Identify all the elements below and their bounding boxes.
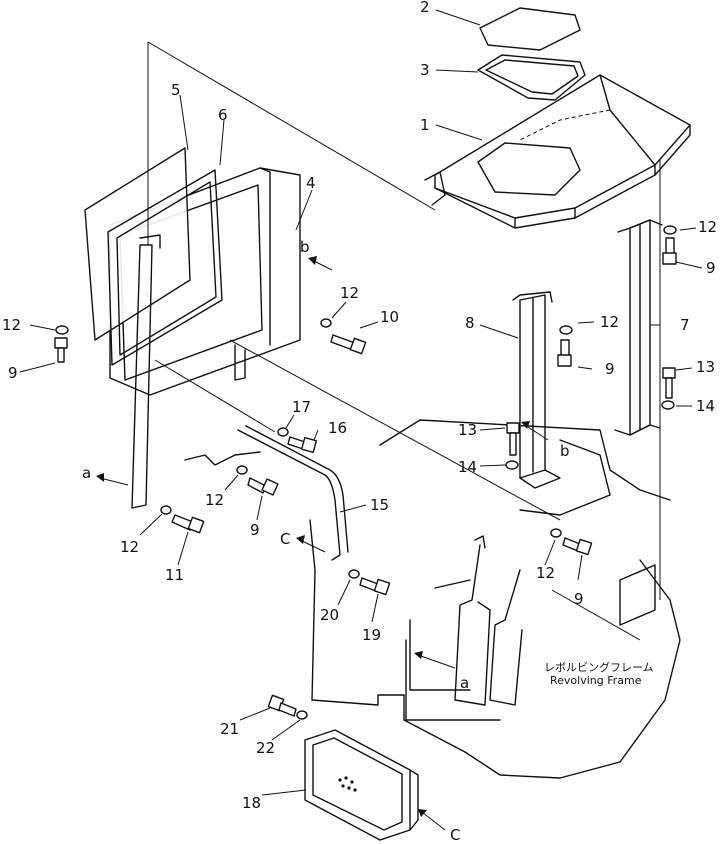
callout-14-a: 14 — [458, 458, 477, 476]
callout-1: 1 — [420, 116, 430, 134]
callout-12-frame: 12 — [536, 564, 555, 582]
callout-9-pillar8: 9 — [605, 360, 615, 378]
washer-12-left — [55, 325, 69, 335]
ref-a-frame: a — [460, 674, 469, 692]
callout-9-pillar7: 9 — [706, 259, 716, 277]
callout-19: 19 — [362, 626, 381, 644]
callout-10: 10 — [380, 308, 399, 326]
callout-12-pillar7: 12 — [698, 218, 717, 236]
ref-b-lower: b — [560, 442, 570, 460]
step-plate — [304, 729, 419, 841]
washer-17 — [277, 427, 289, 437]
frame-label-japanese: レボルビングフレーム — [544, 660, 654, 674]
callout-3: 3 — [420, 61, 430, 79]
washer-12-low — [160, 505, 172, 515]
bolt-9-pillar8 — [557, 339, 572, 367]
washer-12-pillar7 — [663, 225, 677, 235]
control-levers — [434, 535, 523, 706]
hatch-cover — [479, 7, 581, 51]
washer-14-b — [661, 400, 675, 410]
bolt-19 — [359, 577, 391, 596]
washer-12-mid — [236, 465, 248, 475]
frame-label-english: Revolving Frame — [550, 674, 642, 687]
ref-c-upper: C — [280, 530, 290, 548]
bolt-13-b — [662, 367, 676, 399]
bolt-21 — [267, 694, 297, 717]
door-pillar — [131, 41, 436, 509]
callout-15: 15 — [370, 496, 389, 514]
callout-13-a: 13 — [458, 421, 477, 439]
bolt-13-a — [506, 422, 520, 456]
bolt-9-mid — [247, 477, 279, 496]
callout-4: 4 — [306, 174, 316, 192]
callout-18: 18 — [242, 794, 261, 812]
revolving-frame — [154, 160, 681, 779]
bolt-9-left — [54, 337, 68, 363]
bolt-11 — [171, 514, 205, 534]
callout-12-upper: 12 — [340, 284, 359, 302]
callout-16: 16 — [328, 419, 347, 437]
callout-7: 7 — [680, 316, 690, 334]
reference-letters: a b b C a C — [82, 238, 570, 844]
callout-13-b: 13 — [696, 358, 715, 376]
callout-12-low: 12 — [120, 538, 139, 556]
ref-c-lower: C — [450, 826, 460, 844]
callout-6: 6 — [218, 106, 228, 124]
callout-9-mid: 9 — [250, 521, 260, 539]
washer-22 — [296, 710, 308, 720]
roof-panel — [424, 74, 691, 229]
front-pillar — [512, 291, 561, 489]
handrail-stay — [237, 425, 349, 561]
washer-20 — [348, 569, 360, 579]
callout-12-mid: 12 — [205, 491, 224, 509]
hatch-seal — [477, 54, 586, 101]
ref-b-upper: b — [300, 238, 310, 256]
callout-21: 21 — [220, 720, 239, 738]
callout-12-pillar8: 12 — [600, 313, 619, 331]
washer-12-upper — [320, 318, 332, 328]
rear-pillar — [614, 219, 663, 436]
callout-9-left: 9 — [8, 364, 18, 382]
callout-9-frame: 9 — [574, 590, 584, 608]
reference-arrows — [96, 256, 549, 831]
leader-lines — [19, 9, 703, 796]
part-callouts: 1 2 3 4 5 6 7 8 9 9 9 9 9 10 11 12 12 12… — [2, 0, 717, 812]
callout-5: 5 — [171, 81, 181, 99]
bolt-9-frame — [562, 537, 593, 556]
washer-12-pillar8 — [559, 325, 573, 335]
callout-8: 8 — [465, 314, 475, 332]
callout-12-left: 12 — [2, 316, 21, 334]
bolt-10 — [330, 334, 367, 355]
ref-a-left: a — [82, 464, 91, 482]
callout-22: 22 — [256, 739, 275, 757]
callout-14-b: 14 — [696, 397, 715, 415]
washer-12-frame — [550, 528, 562, 538]
glass-molding — [107, 169, 223, 366]
washer-14-a — [505, 460, 519, 470]
bolt-9-pillar7 — [662, 237, 677, 265]
callout-2: 2 — [420, 0, 430, 16]
callout-17: 17 — [292, 398, 311, 416]
bolt-16 — [287, 436, 318, 454]
callout-11: 11 — [165, 566, 184, 584]
callout-20: 20 — [320, 606, 339, 624]
side-glass — [84, 147, 191, 341]
